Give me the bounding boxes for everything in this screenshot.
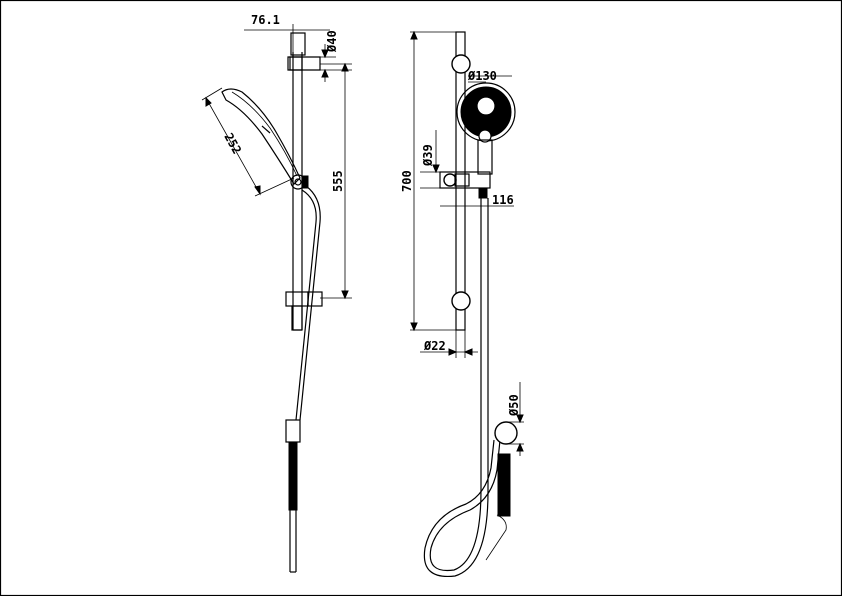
dim-holder-diameter: Ø39 bbox=[420, 130, 440, 189]
dim-holder-depth-label: 116 bbox=[492, 193, 514, 207]
dim-outlet-diameter-label: Ø50 bbox=[507, 394, 521, 417]
side-view: 76.1 Ø40 252 555 bbox=[201, 13, 352, 573]
side-rail bbox=[292, 52, 303, 331]
side-hose bbox=[285, 185, 321, 573]
dim-offset: 76.1 bbox=[244, 13, 330, 52]
dim-rail-diameter-label: Ø22 bbox=[423, 339, 446, 353]
dim-holder-depth: 116 bbox=[440, 193, 514, 207]
front-view: Ø130 Ø39 700 116 bbox=[400, 30, 524, 578]
dim-overall-height: 700 bbox=[400, 30, 456, 332]
side-handset bbox=[221, 88, 309, 190]
dim-offset-label: 76.1 bbox=[251, 13, 280, 27]
dim-rail-span-label: 555 bbox=[331, 170, 345, 192]
front-hose bbox=[423, 198, 518, 578]
dim-holder-diameter-label: Ø39 bbox=[421, 144, 435, 167]
dim-head-diameter: Ø130 bbox=[467, 69, 512, 83]
dim-overall-height-label: 700 bbox=[400, 170, 414, 192]
front-shower-head bbox=[456, 82, 516, 175]
dim-rail-diameter: Ø22 bbox=[420, 330, 478, 358]
dim-outlet-diameter: Ø50 bbox=[506, 382, 524, 456]
front-holder bbox=[439, 171, 491, 199]
dim-rail-span: 555 bbox=[320, 62, 352, 300]
dim-handset-length-label: 252 bbox=[221, 131, 244, 157]
dim-bracket-diameter: Ø40 bbox=[307, 30, 352, 82]
dim-head-diameter-label: Ø130 bbox=[467, 69, 497, 83]
dim-bracket-diameter-label: Ø40 bbox=[325, 30, 339, 53]
side-bottom-bracket bbox=[285, 291, 323, 331]
